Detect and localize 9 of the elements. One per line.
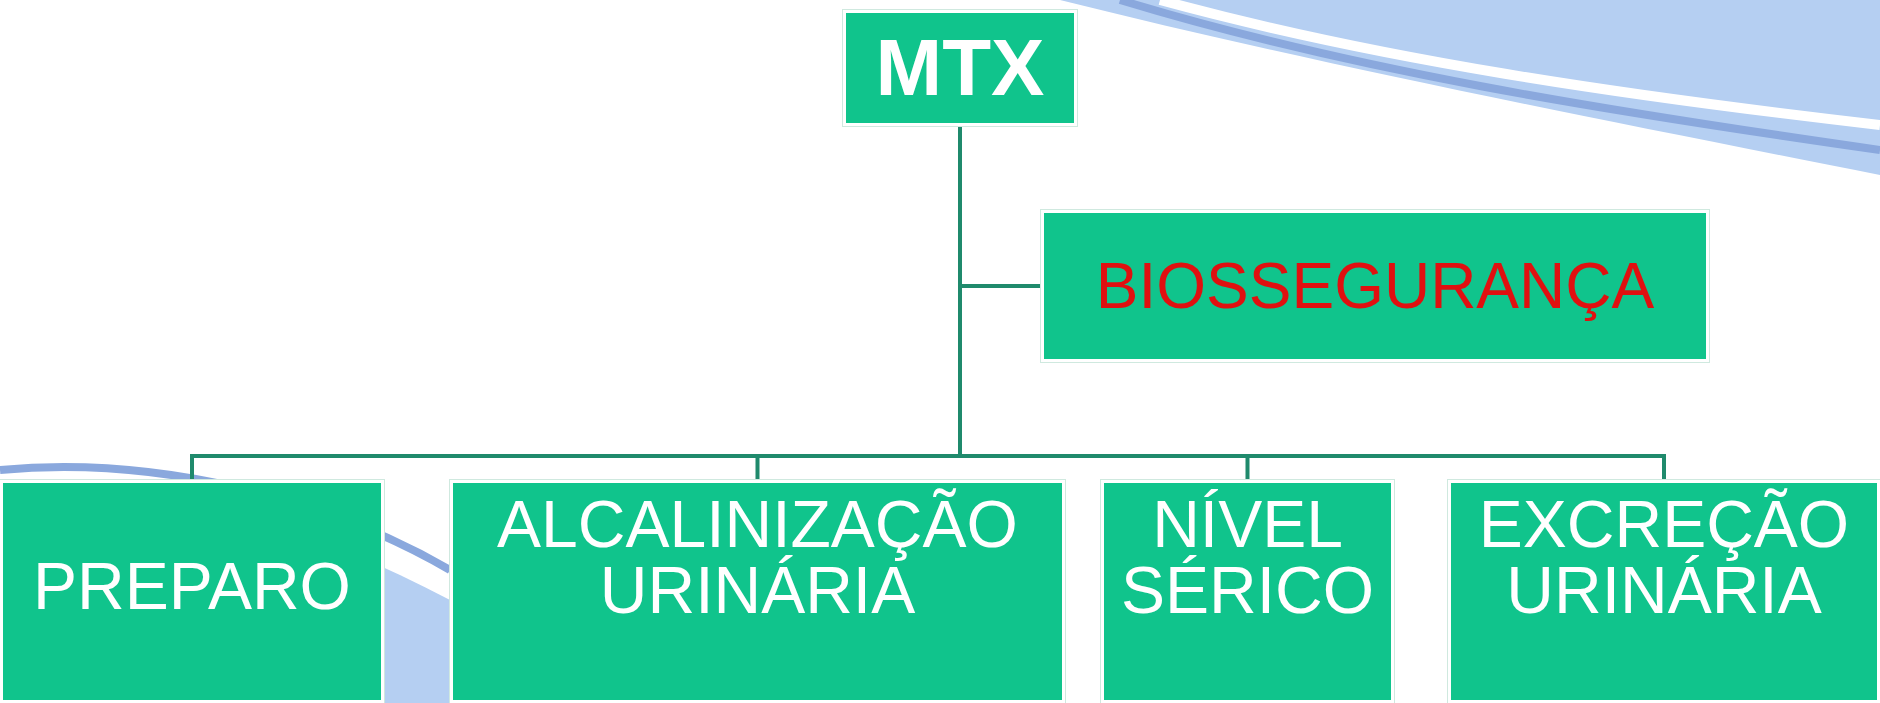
box-label: MTX [875, 28, 1045, 108]
process-box [0, 480, 384, 703]
process-box [1101, 480, 1394, 703]
process-box [843, 10, 1077, 126]
box-label: PREPARO [33, 553, 351, 619]
process-box [1448, 480, 1880, 703]
process-box [1041, 210, 1709, 362]
process-box [450, 480, 1065, 703]
box-label: NÍVEL SÉRICO [1119, 491, 1375, 623]
